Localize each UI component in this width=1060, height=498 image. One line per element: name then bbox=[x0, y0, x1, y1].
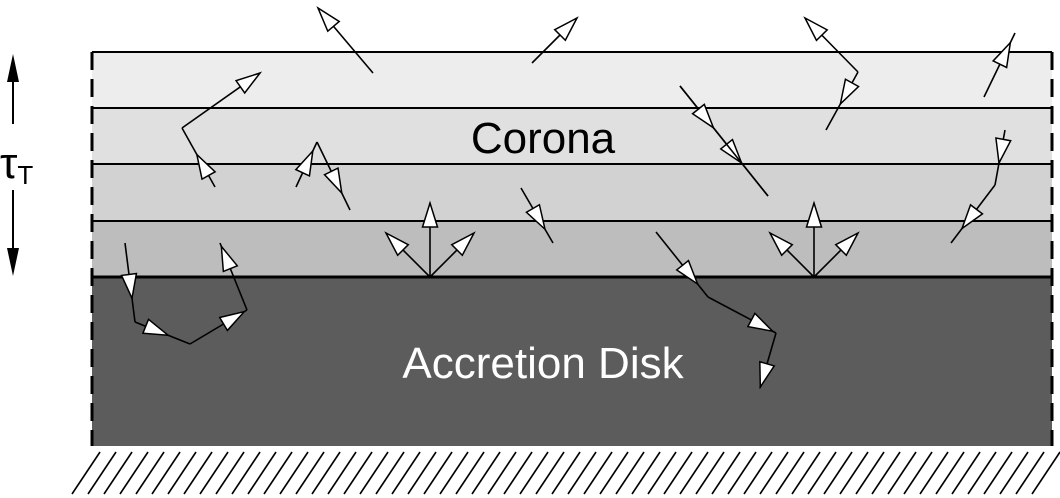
side-boundaries bbox=[90, 52, 1054, 446]
photon-fan-left bbox=[384, 200, 476, 278]
photon-path-scatter-upper-left bbox=[181, 71, 263, 188]
photon-paths bbox=[120, 6, 1016, 390]
photon-path-right-down bbox=[950, 129, 1012, 244]
corona-region bbox=[92, 51, 1052, 277]
photon-path-top-mid bbox=[531, 16, 579, 64]
tau-label: τT bbox=[0, 139, 33, 190]
accretion-disk bbox=[92, 277, 1052, 446]
photon-path-top-right bbox=[803, 16, 860, 131]
photon-path-short-down bbox=[520, 187, 554, 244]
corona-label: Corona bbox=[471, 114, 616, 163]
photon-path-right-edge bbox=[983, 32, 1016, 98]
photon-path-disk-left bbox=[120, 242, 248, 345]
photon-fan-right bbox=[768, 200, 860, 278]
disk-label: Accretion Disk bbox=[402, 339, 684, 388]
corona-layer-boundaries bbox=[92, 51, 1052, 222]
corona-layer-3 bbox=[92, 164, 1052, 221]
photon-path-scatter-mid-left bbox=[294, 141, 351, 211]
photon-path-top-left bbox=[316, 6, 374, 74]
corona-layer-4 bbox=[92, 221, 1052, 277]
photon-path-cross-right bbox=[679, 85, 769, 197]
hatched-ground-icon bbox=[71, 451, 1060, 495]
photon-path-disk-right bbox=[655, 231, 777, 390]
tau-scale-icon bbox=[7, 54, 19, 276]
corona-layer-2 bbox=[92, 108, 1052, 164]
